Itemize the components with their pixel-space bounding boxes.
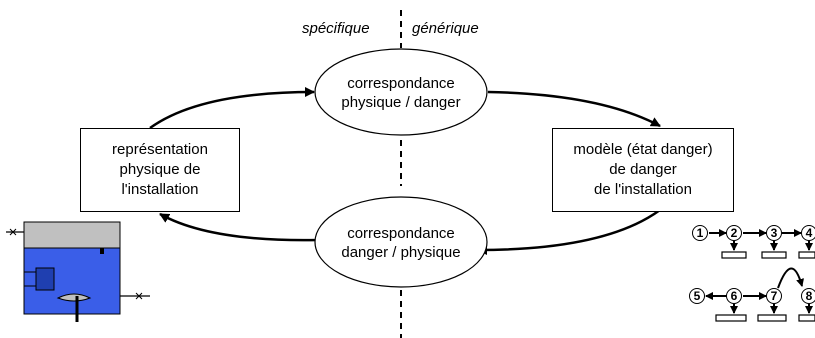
ellipse-bottom-line2: danger / physique — [341, 244, 461, 261]
state-node-3: 3 — [766, 225, 782, 241]
label-generic: générique — [412, 20, 479, 37]
arrow-ellipse-top-to-box-right — [487, 90, 661, 128]
state-action-bar — [798, 251, 815, 259]
state-edge-loop — [777, 267, 804, 289]
label-specific: spécifique — [302, 20, 370, 37]
state-node-8: 8 — [801, 288, 815, 304]
state-node-2: 2 — [726, 225, 742, 241]
state-action-bar — [757, 314, 787, 322]
box-danger-model: modèle (état danger) de danger de l'inst… — [552, 128, 734, 212]
state-machine — [705, 229, 815, 322]
ellipse-top-shape — [314, 48, 488, 136]
box-right-line2: de danger — [609, 161, 677, 178]
tank-gas — [23, 221, 121, 249]
tank-outlet-valve — [135, 292, 143, 300]
tank-heater-wires — [24, 271, 36, 287]
box-left-line2: physique de — [119, 161, 201, 178]
state-action-bar — [798, 314, 815, 322]
ellipse-bottom-shape — [314, 196, 488, 288]
tank-stirrer — [56, 293, 92, 302]
state-node-4: 4 — [801, 225, 815, 241]
tank-level-sensor — [100, 248, 104, 254]
arrow-ellipse-bottom-to-box-left — [159, 212, 319, 242]
state-node-7: 7 — [766, 288, 782, 304]
ellipse-bottom-line1: correspondance — [347, 225, 455, 242]
tank-heater-coil — [35, 267, 55, 291]
ellipse-bottom: correspondance danger / physique — [315, 198, 487, 288]
state-action-bar — [715, 314, 747, 322]
box-right-line3: de l'installation — [594, 181, 692, 198]
ellipse-top-line2: physique / danger — [341, 94, 461, 111]
state-node-6: 6 — [726, 288, 742, 304]
box-left-line3: l'installation — [121, 181, 199, 198]
state-node-5: 5 — [689, 288, 705, 304]
state-action-bar — [721, 251, 747, 259]
box-right-line1: modèle (état danger) — [573, 141, 713, 158]
arrow-box-left-to-ellipse-top — [149, 87, 315, 130]
arrow-box-right-to-ellipse-bottom — [477, 208, 661, 255]
tank-inlet-valve — [9, 228, 17, 236]
box-left-line1: représentation — [112, 141, 208, 158]
tank-illustration — [6, 221, 150, 322]
state-action-bar — [761, 251, 787, 259]
box-physical-representation: représentation physique de l'installatio… — [80, 128, 240, 212]
ellipse-top-line1: correspondance — [347, 75, 455, 92]
ellipse-top: correspondance physique / danger — [315, 50, 487, 136]
state-node-1: 1 — [692, 225, 708, 241]
